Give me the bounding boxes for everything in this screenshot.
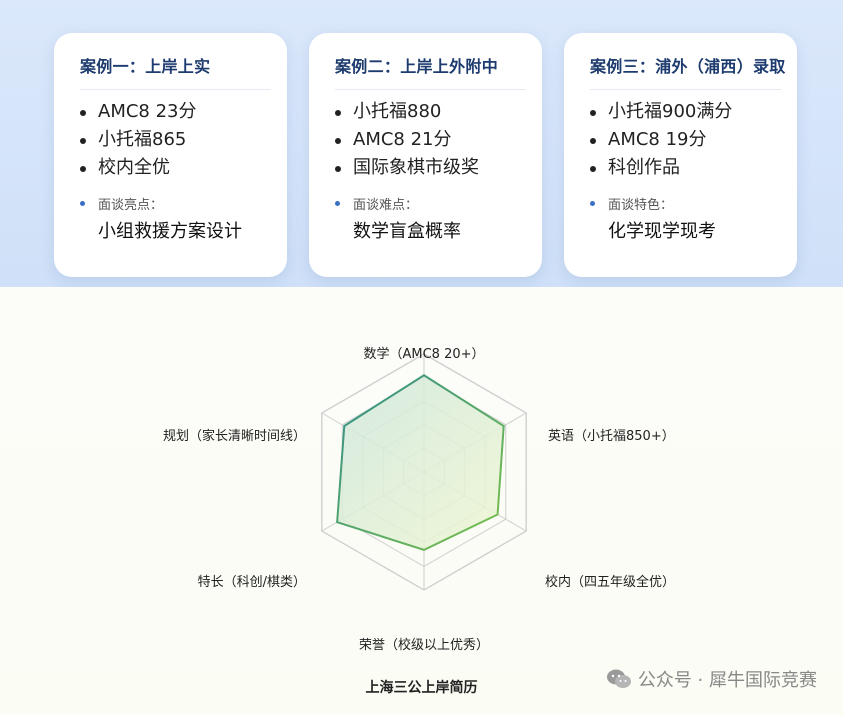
radar-axis-label: 数学（AMC8 20+） [363, 346, 484, 362]
case-section: 案例一：上岸上实 AMC8 23分 小托福865 校内全优 面谈亮点： 小组救援… [0, 0, 843, 287]
radar-axis-label: 规划（家长清晰时间线） [163, 428, 306, 444]
radar-chart: 数学（AMC8 20+） 英语（小托福850+） 校内（四五年级全优） 荣誉（校级以上… [163, 346, 675, 653]
note-label: 面谈特色： [590, 194, 797, 213]
case-card-3: 案例三：浦外（浦西）录取 小托福900满分 AMC8 19分 科创作品 面谈特色… [564, 33, 797, 277]
case-achievements: AMC8 23分 小托福865 校内全优 [80, 98, 287, 182]
radar-axis-label: 校内（四五年级全优） [545, 574, 675, 590]
note-value: 数学盲盒概率 [353, 221, 461, 242]
watermark: 公众号 · 犀牛国际竞赛 [606, 666, 817, 692]
note-value: 化学现学现考 [608, 221, 716, 242]
chart-title: 上海三公上岸简历 [365, 680, 478, 696]
divider [590, 89, 781, 90]
case-card-1: 案例一：上岸上实 AMC8 23分 小托福865 校内全优 面谈亮点： 小组救援… [54, 33, 287, 277]
radar-axis-label: 荣誉（校级以上优秀） [359, 637, 489, 653]
note-label: 面谈亮点： [80, 194, 287, 213]
list-item: 小托福865 [80, 126, 287, 154]
list-item: 国际象棋市级奖 [335, 154, 542, 182]
list-item: AMC8 23分 [80, 98, 287, 126]
note-label: 面谈难点： [335, 194, 542, 213]
list-item: AMC8 19分 [590, 126, 797, 154]
divider [335, 89, 526, 90]
case-title: 案例二：上岸上外附中 [335, 57, 499, 76]
radar-axis-labels: 数学（AMC8 20+） 英语（小托福850+） 校内（四五年级全优） 荣誉（校级以上… [163, 346, 675, 653]
case-card-2: 案例二：上岸上外附中 小托福880 AMC8 21分 国际象棋市级奖 面谈难点：… [309, 33, 542, 277]
radar-series-area [336, 374, 505, 551]
note-value: 小组救援方案设计 [98, 221, 242, 242]
case-title: 案例三：浦外（浦西）录取 [590, 57, 786, 76]
case-achievements: 小托福900满分 AMC8 19分 科创作品 [590, 98, 797, 182]
list-item: 科创作品 [590, 154, 797, 182]
case-achievements: 小托福880 AMC8 21分 国际象棋市级奖 [335, 98, 542, 182]
watermark-text: 公众号 · 犀牛国际竞赛 [637, 670, 817, 691]
radar-axis-label: 英语（小托福850+） [548, 429, 675, 444]
wechat-icon [606, 669, 631, 688]
case-title: 案例一：上岸上实 [80, 57, 211, 76]
divider [80, 89, 271, 90]
list-item: AMC8 21分 [335, 126, 542, 154]
list-item: 小托福900满分 [590, 98, 797, 126]
radar-axis-label: 特长（科创/棋类） [198, 575, 306, 590]
list-item: 小托福880 [335, 98, 542, 126]
radar-section: 数学（AMC8 20+） 英语（小托福850+） 校内（四五年级全优） 荣誉（校级以上… [0, 287, 843, 715]
list-item: 校内全优 [80, 154, 287, 182]
